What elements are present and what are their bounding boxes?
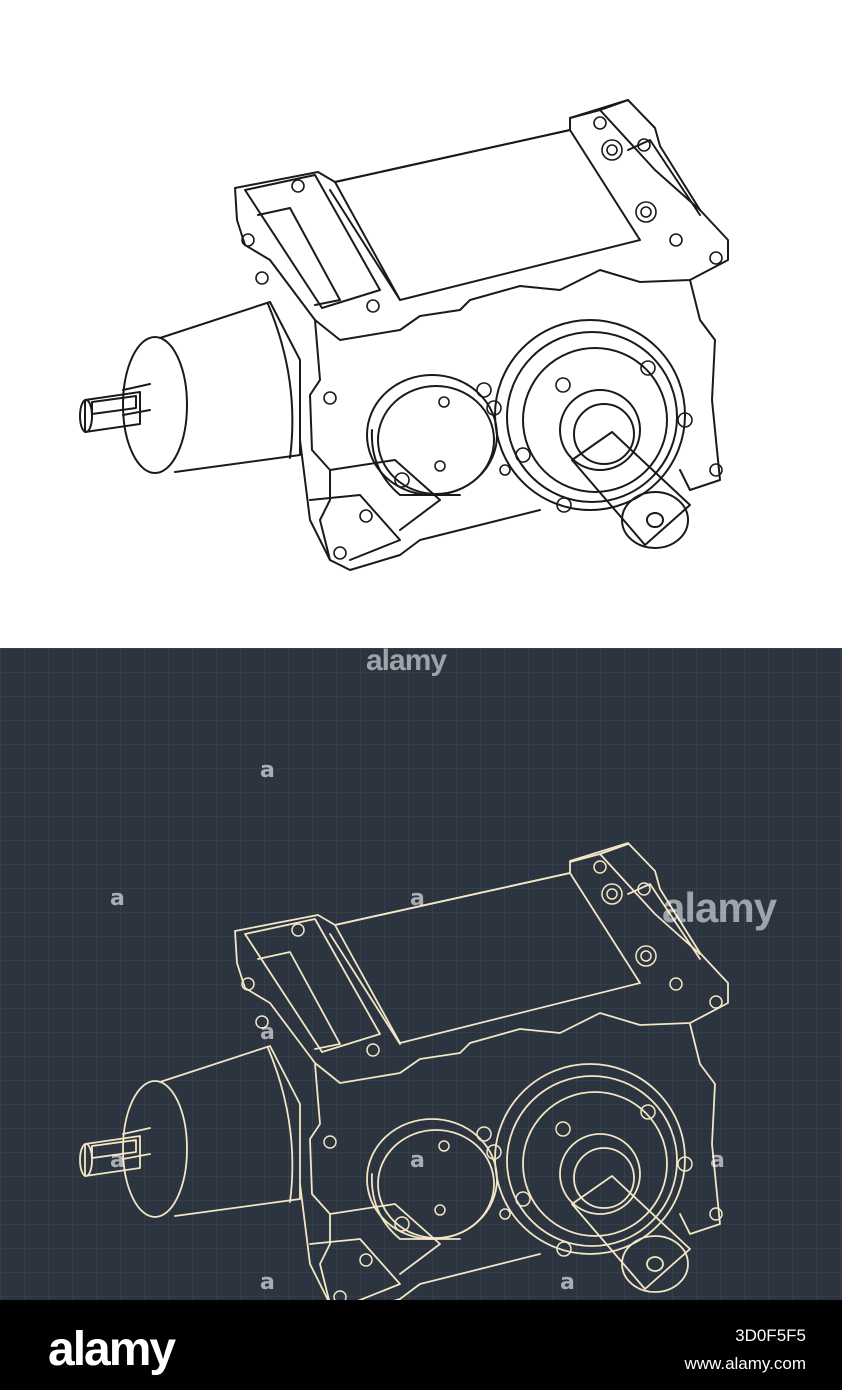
- watermark-letter: a: [110, 1148, 125, 1173]
- footer-info: 3D0F5F5 www.alamy.com: [586, 1322, 806, 1378]
- watermark-center: alamy: [662, 884, 777, 931]
- gearbox-blueprint-drawing: [79, 842, 729, 1300]
- watermark-top: alamy: [366, 644, 447, 677]
- watermark-letter: a: [260, 758, 275, 783]
- watermark-letter: a: [410, 886, 425, 911]
- watermark-letter: a: [410, 1148, 425, 1173]
- site-url: www.alamy.com: [684, 1354, 806, 1373]
- watermark-letter: a: [260, 1270, 275, 1295]
- blueprint-panel: alamy alamy a a a a a a a a a: [0, 644, 842, 1300]
- gearbox-line-drawing: [79, 99, 729, 571]
- footer-logo: alamy: [48, 1323, 176, 1376]
- image-id: 3D0F5F5: [735, 1326, 806, 1345]
- line-drawing-panel: [0, 0, 842, 648]
- stock-footer: alamy 3D0F5F5 www.alamy.com: [0, 1300, 842, 1390]
- watermark-letter: a: [260, 1020, 275, 1045]
- watermark-letter: a: [110, 886, 125, 911]
- watermark-letter: a: [560, 1270, 575, 1295]
- watermark-letter: a: [710, 1148, 725, 1173]
